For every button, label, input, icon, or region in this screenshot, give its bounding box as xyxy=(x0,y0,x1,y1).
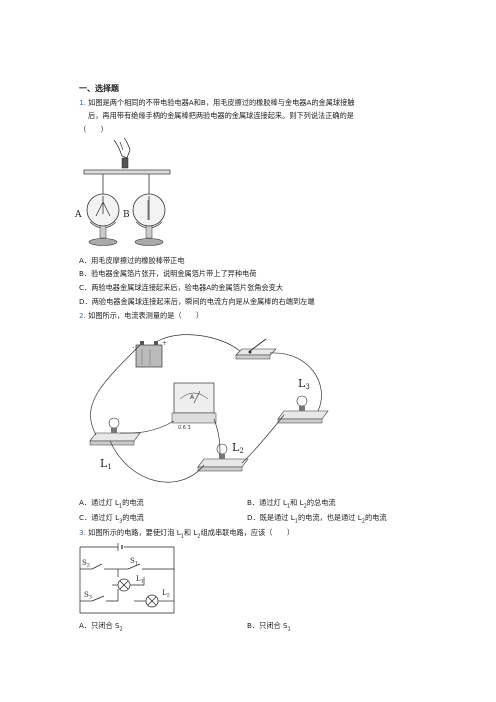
label-l3: L3 xyxy=(298,377,310,391)
question-1-paren: （ ） xyxy=(79,125,108,134)
label-l1: L1 xyxy=(100,457,112,471)
label-s2: S2 xyxy=(82,559,90,569)
question-3-option-b[interactable]: B．只闭合 S1 xyxy=(247,621,291,633)
label-l1: L1 xyxy=(136,575,144,585)
question-3-option-a[interactable]: A．只闭合 S2 xyxy=(79,621,123,633)
question-1-option-b[interactable]: B．验电器金属箔片张开，说明金属箔片带上了异种电荷 xyxy=(79,269,257,278)
question-2-stem: 2. 如图所示，电流表测量的是（ ） xyxy=(79,311,204,320)
question-number: 3. xyxy=(79,528,86,537)
ammeter-icon: A 0.6 3 xyxy=(171,382,217,431)
question-1-option-a[interactable]: A．用毛皮摩擦过的橡胶棒带正电 xyxy=(79,256,185,265)
question-1-stem-line2: 后，再用带有绝缘手柄的金属棒把两验电器的金属球连接起来。则下列说法正确的是 xyxy=(88,111,354,120)
svg-text:0.6 3: 0.6 3 xyxy=(178,425,191,431)
label-s1: S1 xyxy=(130,557,138,567)
svg-text:-: - xyxy=(132,344,134,351)
label-l2: L2 xyxy=(232,441,244,455)
lamp-l3-icon xyxy=(277,395,329,424)
electroscope-figure: A B xyxy=(74,137,171,246)
question-2-option-b[interactable]: B．通过灯 L1和 L2的总电流 xyxy=(247,498,336,510)
label-a: A xyxy=(74,210,82,220)
question-number: 1. xyxy=(79,98,86,107)
question-1-option-d[interactable]: D．两验电器金属球连接起来后，瞬间的电流方向是从金属棒的右端到左端 xyxy=(79,297,315,306)
svg-text:+: + xyxy=(162,340,167,347)
switch-icon xyxy=(235,338,277,360)
question-2-option-c[interactable]: C．通过灯 L3的电流 xyxy=(79,513,144,525)
question-1-stem-line1: 1. 如图是两个相同的不带电验电器A和B，用毛皮擦过的橡胶棒与金电器A的金属球接… xyxy=(79,98,355,107)
section-title: 一、选择题 xyxy=(79,84,119,93)
label-s3: S3 xyxy=(84,591,92,601)
question-2-option-a[interactable]: A．通过灯 L1的电流 xyxy=(79,498,144,510)
label-b: B xyxy=(123,210,130,220)
svg-text:A: A xyxy=(190,394,195,401)
question-1-option-c[interactable]: C．两验电器金属球连接起来后，验电器A的金属箔片张角会变大 xyxy=(79,283,284,292)
lamp-l1-icon xyxy=(89,417,141,446)
label-l2: L2 xyxy=(162,589,170,599)
question-2-option-d[interactable]: D．既是通过 L1的电流，也是通过 L2的电流 xyxy=(247,513,387,525)
question-3-stem: 3. 如图所示的电路，要使灯泡 L1和 L2组成串联电路，应该（ ） xyxy=(79,528,295,540)
battery-icon: - + xyxy=(132,340,167,368)
question-number: 2. xyxy=(79,311,86,320)
schematic-figure-3: S2 S1 S3 L1 L2 xyxy=(79,543,175,614)
circuit-figure-2: - + L3 A 0.6 3 xyxy=(89,334,329,483)
